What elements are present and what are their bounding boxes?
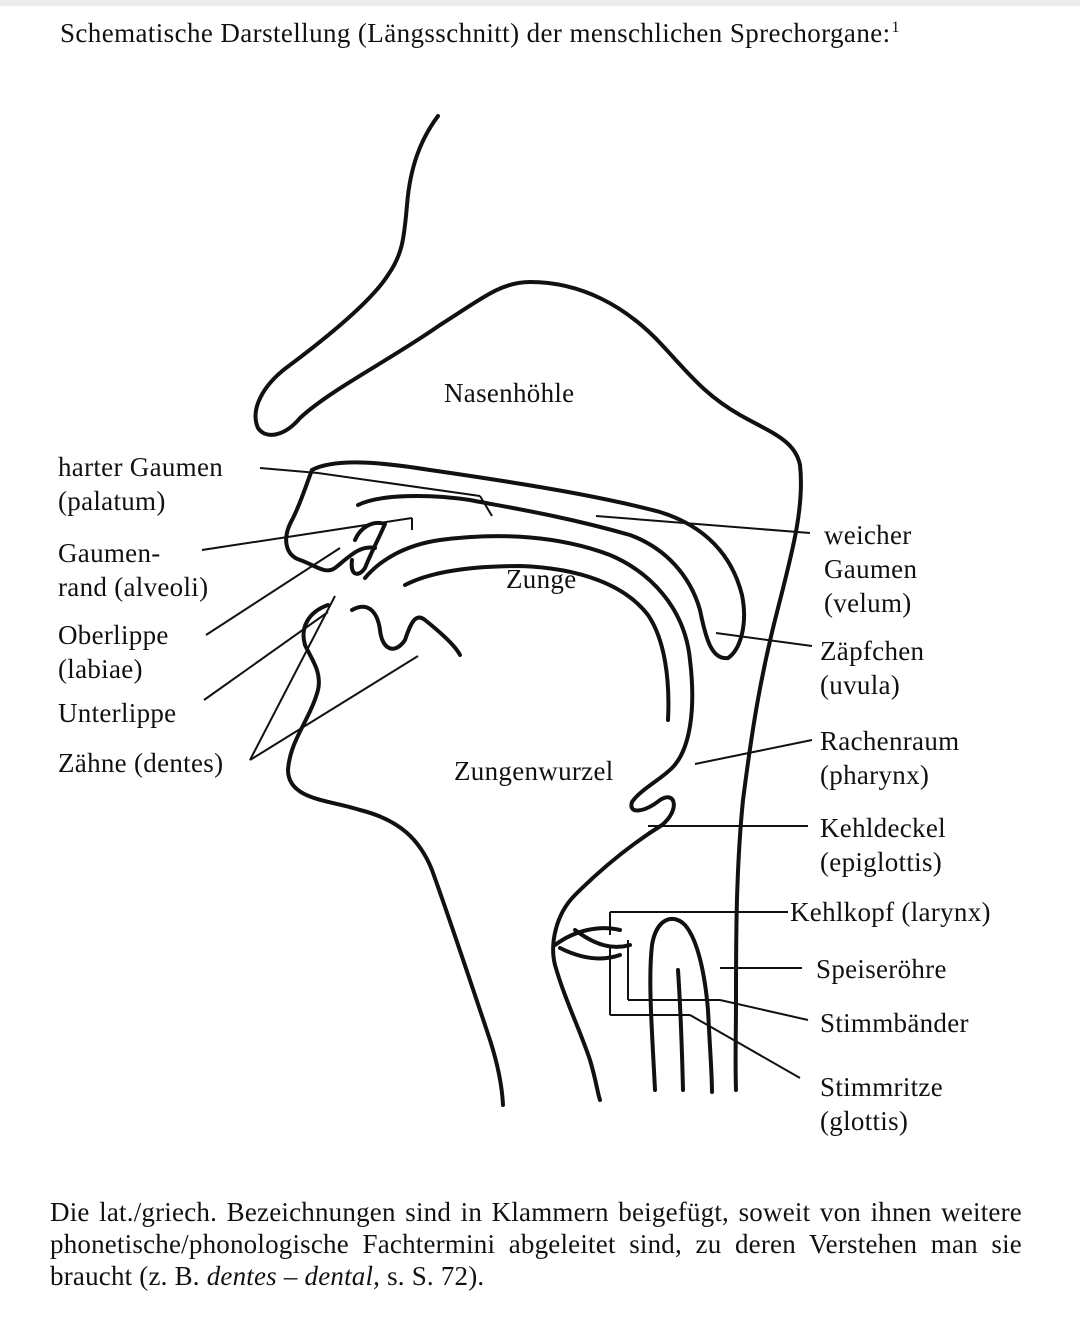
leader-stimmbaender xyxy=(719,999,809,1021)
outline-vocal-folds xyxy=(553,926,632,961)
outline-palate-top xyxy=(310,460,747,660)
leader-harter-gaumen xyxy=(259,467,319,474)
outline-larynx-front xyxy=(553,963,602,1102)
leader-oberlippe xyxy=(205,547,341,636)
outline-forehead-nose xyxy=(253,114,532,437)
leader-unterlippe xyxy=(203,611,329,701)
outline-tongue xyxy=(363,534,695,770)
leader-zaehne-1 xyxy=(249,595,336,761)
label-stimmritze: Stimmritze(glottis) xyxy=(820,1072,943,1136)
outline-upper-lip xyxy=(284,468,377,573)
outline-tongue-inner xyxy=(403,564,671,722)
label-zaepfchen: Zäpfchen(uvula) xyxy=(820,636,925,700)
outline-upper-teeth xyxy=(349,521,387,576)
label-zaehne: Zähne (dentes) xyxy=(58,748,224,778)
figure-caption: Die lat./griech. Bezeichnungen sind in K… xyxy=(50,1197,1022,1291)
label-nasenhoehle: Nasenhöhle xyxy=(444,378,575,408)
leader-harter-gaumen-3 xyxy=(479,495,493,517)
label-zungenwurzel: Zungenwurzel xyxy=(454,756,614,786)
leader-rachenraum xyxy=(694,739,813,765)
outline-lower-lip xyxy=(286,603,362,812)
outline-epiglottis xyxy=(551,766,676,967)
outline-nasal-cavity-pharynx xyxy=(528,280,803,1092)
label-harter-gaumen: harter Gaumen(palatum) xyxy=(58,452,224,516)
outline-lower-teeth xyxy=(350,604,462,657)
label-unterlippe: Unterlippe xyxy=(58,698,177,728)
label-zunge: Zunge xyxy=(506,564,577,594)
leader-stimmritze xyxy=(689,1014,801,1079)
outline-velum xyxy=(356,494,730,661)
label-speiseroehre: Speiseröhre xyxy=(816,954,947,984)
label-rachenraum: Rachenraum(pharynx) xyxy=(820,726,960,790)
label-stimmbaender: Stimmbänder xyxy=(820,1008,969,1038)
leader-harter-gaumen-2 xyxy=(317,472,481,497)
leader-zaehne-2 xyxy=(249,655,419,761)
outline-chin-neck xyxy=(358,808,505,1107)
page-title: Schematische Darstellung (Längsschnitt) … xyxy=(60,18,900,48)
label-kehlkopf: Kehlkopf (larynx) xyxy=(790,897,991,927)
footnote-marker: 1 xyxy=(891,19,900,36)
leader-velum xyxy=(595,515,811,534)
caption-example-derived: dental, xyxy=(304,1261,381,1291)
outline-esophagus-inner xyxy=(676,968,685,1092)
speech-organs-diagram xyxy=(201,114,813,1107)
label-kehldeckel: Kehldeckel(epiglottis) xyxy=(820,813,946,877)
leader-gaumenrand xyxy=(201,517,413,551)
label-oberlippe: Oberlippe(labiae) xyxy=(58,620,169,684)
caption-example-term: dentes xyxy=(206,1261,277,1291)
label-gaumenrand: Gaumen-rand (alveoli) xyxy=(58,538,209,602)
leader-zaepfchen xyxy=(715,632,813,647)
page-top-edge xyxy=(0,0,1080,6)
